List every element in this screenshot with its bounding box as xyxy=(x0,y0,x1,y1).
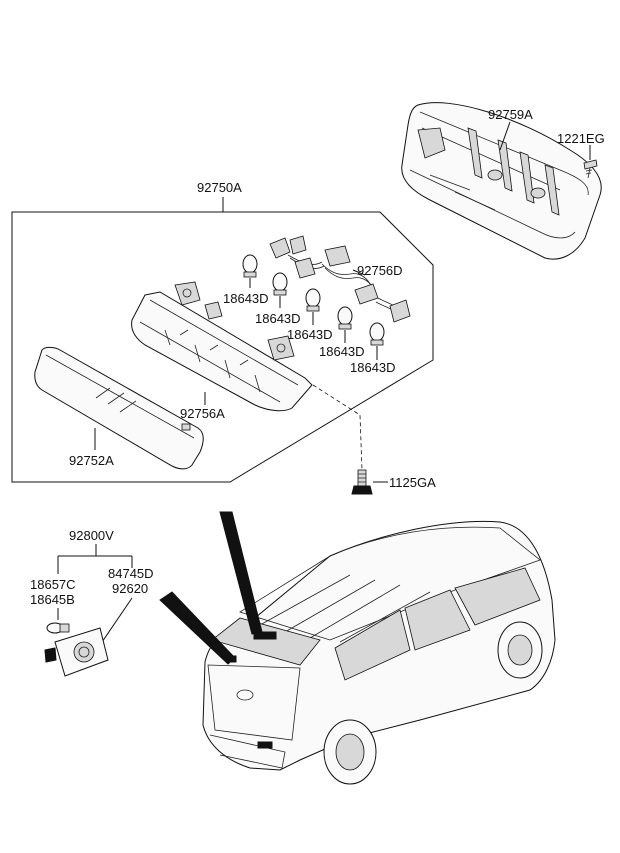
label-84745D: 84745D xyxy=(108,566,154,581)
bulb-18643D-1[interactable] xyxy=(242,254,258,278)
leader-92759A xyxy=(499,121,511,151)
bulb-18643D-2[interactable] xyxy=(272,272,288,296)
label-18643D-5: 18643D xyxy=(350,360,396,375)
label-1125GA: 1125GA xyxy=(389,475,436,490)
label-92750A: 92750A xyxy=(197,180,242,195)
label-92752A: 92752A xyxy=(69,453,114,468)
label-1221EG: 1221EG xyxy=(557,131,605,146)
bulb-18645B[interactable] xyxy=(46,622,70,634)
label-18643D-1: 18643D xyxy=(223,291,269,306)
dashed-leader-bolt xyxy=(312,384,363,471)
leader-92800V xyxy=(57,544,133,574)
bulb-18643D-5[interactable] xyxy=(369,322,385,346)
label-92800V: 92800V xyxy=(69,528,114,543)
wiring-harness-92756D[interactable] xyxy=(269,235,411,323)
lens-92752A[interactable] xyxy=(34,346,204,470)
label-18643D-4: 18643D xyxy=(319,344,365,359)
label-18657C: 18657C xyxy=(30,577,76,592)
label-92756A: 92756A xyxy=(180,406,225,421)
label-92620: 92620 xyxy=(112,581,148,596)
housing-92756A[interactable] xyxy=(131,281,313,412)
label-18645B: 18645B xyxy=(30,592,75,607)
pointer-arrow-stop-lamp xyxy=(219,511,263,635)
bulb-18643D-3[interactable] xyxy=(305,288,321,312)
leader-92756D xyxy=(352,269,366,276)
assembly-box-92750A xyxy=(11,211,434,483)
vehicle-illustration xyxy=(202,520,556,785)
bulb-18643D-4[interactable] xyxy=(337,306,353,330)
cover-92759A[interactable] xyxy=(401,102,602,260)
leader-92620 xyxy=(99,597,133,646)
label-18643D-3: 18643D xyxy=(287,327,333,342)
pointer-arrow-license-lamp xyxy=(159,591,236,665)
label-18643D-2: 18643D xyxy=(255,311,301,326)
lamp-housing-92620[interactable] xyxy=(44,627,109,677)
screw-1221EG[interactable] xyxy=(583,159,598,179)
label-92759A: 92759A xyxy=(488,107,533,122)
bolt-1125GA[interactable] xyxy=(351,469,373,495)
label-92756D: 92756D xyxy=(357,263,403,278)
